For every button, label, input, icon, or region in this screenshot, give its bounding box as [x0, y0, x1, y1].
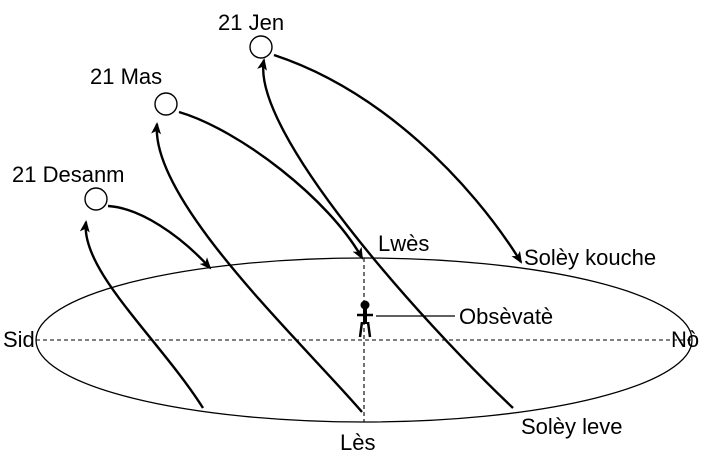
march-sun-icon [154, 92, 178, 116]
north-label: Nò [671, 327, 699, 352]
june-sun-icon [249, 35, 273, 59]
observer-label: Obsèvatè [459, 304, 553, 329]
december-sun-icon [84, 187, 108, 211]
december-date-label: 21 Desanm [12, 162, 125, 187]
sunset-label: Solèy kouche [524, 245, 656, 270]
march-date-label: 21 Mas [90, 64, 162, 89]
june-date-label: 21 Jen [218, 10, 284, 35]
sunrise-label: Solèy leve [521, 414, 623, 439]
observer-person-icon [357, 300, 373, 338]
south-label: Sid [3, 327, 35, 352]
west-label: Lwès [378, 231, 429, 256]
june-sun-path [249, 35, 523, 409]
march-sun-path [151, 92, 364, 413]
december-sun-path [79, 187, 212, 409]
east-label: Lès [340, 430, 375, 455]
